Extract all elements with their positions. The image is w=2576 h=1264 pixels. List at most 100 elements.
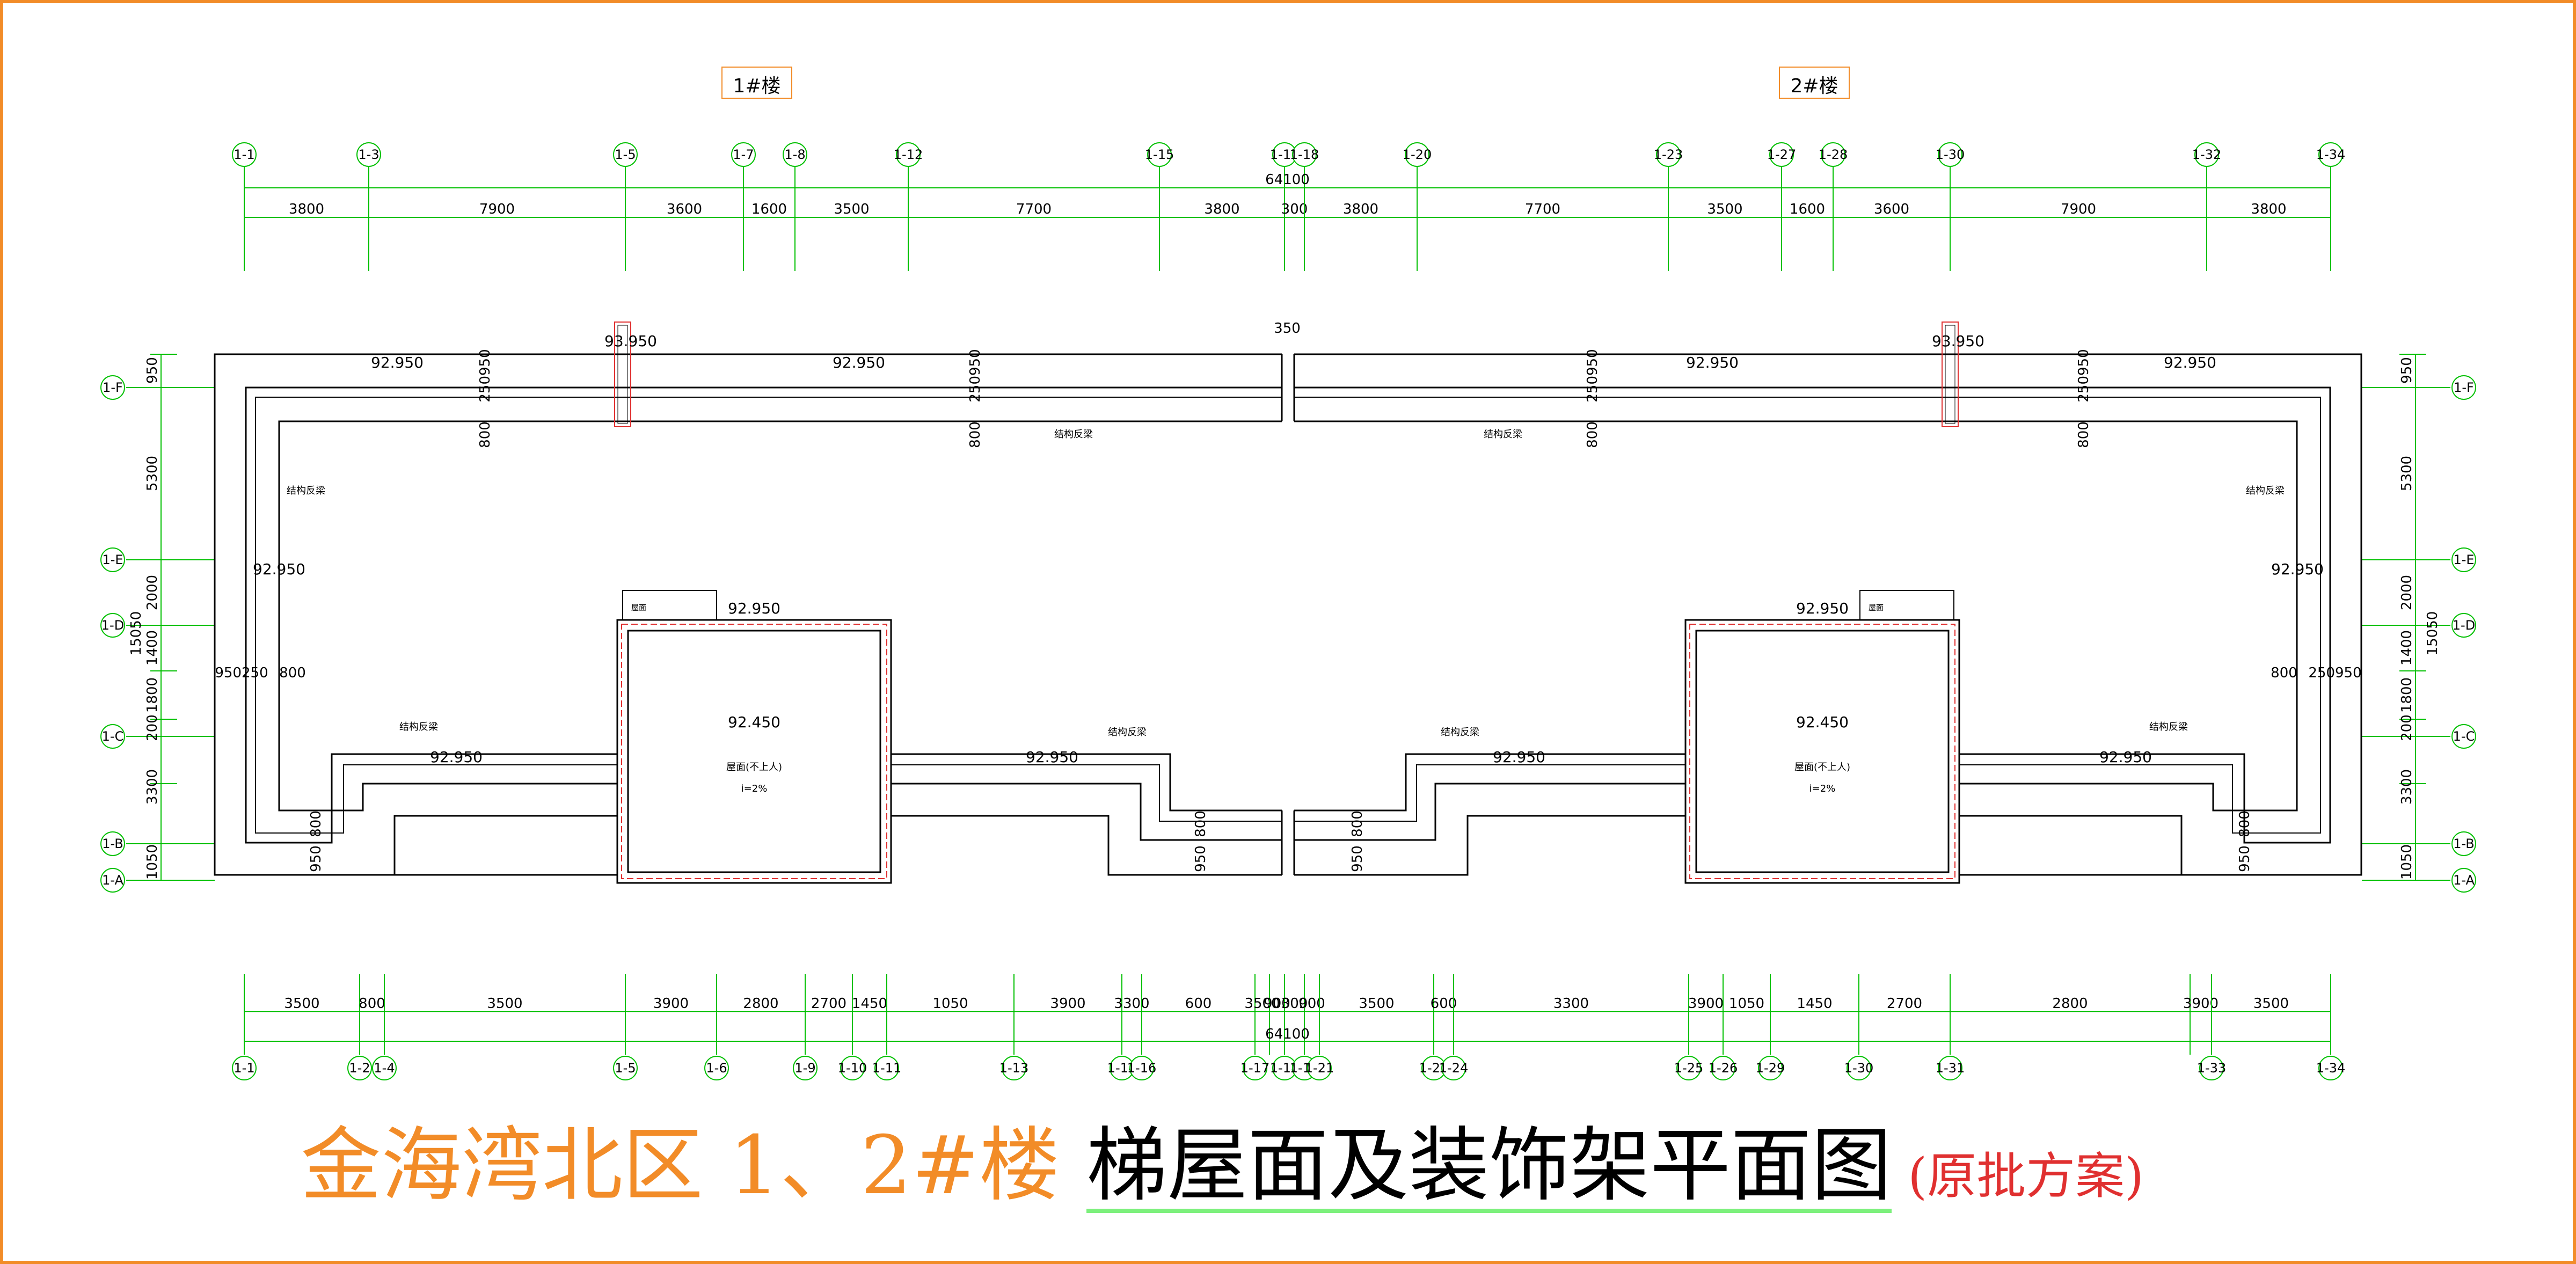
axis-bubble <box>1938 1056 1962 1080</box>
dim-text-left: 200 <box>144 714 160 741</box>
elevation-stair-top: 92.950 <box>728 600 780 617</box>
dim-text-bottom: 900 <box>1298 996 1325 1012</box>
dim-text-bottom: 3900 <box>1688 996 1724 1012</box>
dim-text-right: 1800 <box>2399 677 2415 713</box>
axis-label-bottom: 1-13 <box>999 1061 1028 1076</box>
elevation-parapet: 92.950 <box>1493 748 1545 766</box>
axis-bubble <box>2451 868 2476 893</box>
axis-label-bottom: 1-9 <box>794 1061 815 1076</box>
axis-label-bottom: 1-5 <box>615 1061 636 1076</box>
axis-bubble <box>232 142 257 167</box>
elevation-parapet: 92.950 <box>2164 354 2216 371</box>
axis-label-left: 1-A <box>102 873 123 888</box>
dim-text-top: 3500 <box>834 201 869 217</box>
dim-text-bottom: 800 <box>359 996 385 1012</box>
parapet-mid-1 <box>891 753 1282 812</box>
axis-label-bottom: 1-21 <box>1305 1061 1334 1076</box>
flip-beam-note: 结构反梁 <box>1441 727 1479 738</box>
axis-bubble <box>874 1056 899 1080</box>
flip-beam-note: 结构反梁 <box>2149 721 2188 733</box>
gap-dimension: 350 <box>1274 320 1301 337</box>
column-hatched <box>614 322 631 427</box>
elevation-parapet: 92.950 <box>1686 354 1739 371</box>
flip-beam-note: 结构反梁 <box>1108 727 1147 738</box>
axis-bubble <box>1441 1056 1466 1080</box>
axis-bubble <box>100 724 125 749</box>
axis-label-top: 1-20 <box>1403 147 1432 162</box>
axis-label-bottom: 1-2 <box>349 1061 370 1076</box>
elevation-parapet: 92.950 <box>833 354 885 371</box>
axis-bubble <box>1129 1056 1154 1080</box>
dim-text-bottom: 2700 <box>811 996 846 1012</box>
parapet-mid-2 <box>891 764 1282 822</box>
dim-text-top: 3800 <box>2251 201 2286 217</box>
wall-thickness-top: 250950 <box>1585 349 1601 402</box>
axis-bubble <box>1711 1056 1735 1080</box>
dim-text-top: 3600 <box>667 201 702 217</box>
dim-text-bottom: 3500 <box>2253 996 2289 1012</box>
axis-label-top: 1-18 <box>1290 147 1319 162</box>
axis-label-top: 1-1 <box>233 147 254 162</box>
elevation-stair-top: 92.950 <box>1796 600 1849 617</box>
dim-text-top: 3500 <box>1707 201 1742 217</box>
elevation-parapet: 92.950 <box>2271 560 2324 578</box>
axis-bubble <box>356 142 381 167</box>
wall-thickness-left: 800 <box>279 665 306 681</box>
stair-room-dashed <box>1689 624 1955 879</box>
dim-text-bottom: 1450 <box>1797 996 1832 1012</box>
axis-bubble <box>2451 724 2476 749</box>
parapet-inner-2 <box>1294 397 2321 834</box>
axis-label-bottom: 1-33 <box>2197 1061 2226 1076</box>
axis-label-top: 1-34 <box>2316 147 2345 162</box>
roof-type-note: 屋面(不上人) <box>1794 762 1850 773</box>
axis-bubble <box>1769 142 1794 167</box>
dim-text-right: 950 <box>2399 357 2415 384</box>
parapet-mid-4 <box>1294 815 1685 876</box>
dim-text-left: 2000 <box>144 575 160 610</box>
elevation-parapet: 92.950 <box>1026 748 1078 766</box>
stair-hatch-label: 屋面 <box>631 604 646 612</box>
dim-text-top: 7700 <box>1016 201 1052 217</box>
dim-text-bottom: 300 <box>1281 996 1308 1012</box>
dim-text-right: 1050 <box>2399 844 2415 880</box>
building-label-box <box>1779 67 1850 99</box>
axis-label-left: 1-B <box>102 836 123 851</box>
elevation-stair-roof: 92.450 <box>728 713 780 731</box>
dim-text-left: 950 <box>144 357 160 384</box>
wall-thickness-top: 800 <box>477 421 493 448</box>
dim-text-bottom: 1450 <box>852 996 887 1012</box>
dim-text-right: 200 <box>2399 714 2415 741</box>
axis-label-left: 1-F <box>103 380 123 395</box>
flip-beam-note: 结构反梁 <box>287 485 325 496</box>
axis-bubble <box>613 142 638 167</box>
parapet-inner-1 <box>1294 386 2331 844</box>
axis-bubble <box>372 1056 397 1080</box>
axis-label-bottom: 1-4 <box>374 1061 395 1076</box>
axis-bubble <box>100 868 125 893</box>
dim-text-bottom: 3500 <box>487 996 522 1012</box>
wall-thickness-bottom: 800 <box>2237 810 2253 837</box>
axis-label-bottom: 1-10 <box>838 1061 867 1076</box>
parapet-inner-3 <box>278 420 1282 812</box>
flip-beam-note: 结构反梁 <box>399 721 438 733</box>
elevation-parapet: 92.950 <box>371 354 424 371</box>
axis-bubble <box>1821 142 1845 167</box>
wall-thickness-right: 250950 <box>2308 665 2361 681</box>
dim-total-left: 15050 <box>128 611 144 656</box>
axis-label-bottom: 1-25 <box>1674 1061 1703 1076</box>
axis-bubble <box>2451 375 2476 400</box>
dim-text-top: 7900 <box>479 201 515 217</box>
dim-text-bottom: 3900 <box>1050 996 1085 1012</box>
axis-bubble <box>613 1056 638 1080</box>
axis-label-bottom: 1-30 <box>1844 1061 1873 1076</box>
dim-text-right: 2000 <box>2399 575 2415 610</box>
flip-beam-note: 结构反梁 <box>1054 429 1093 440</box>
axis-bubble <box>1938 142 1962 167</box>
dim-text-top: 3600 <box>1874 201 1909 217</box>
dim-text-bottom: 2800 <box>2052 996 2088 1012</box>
axis-bubble <box>704 1056 729 1080</box>
axis-label-right: 1-A <box>2453 873 2475 888</box>
wall-thickness-bottom: 800 <box>1349 810 1366 837</box>
axis-bubble <box>2451 547 2476 572</box>
building-label-box <box>721 67 792 99</box>
